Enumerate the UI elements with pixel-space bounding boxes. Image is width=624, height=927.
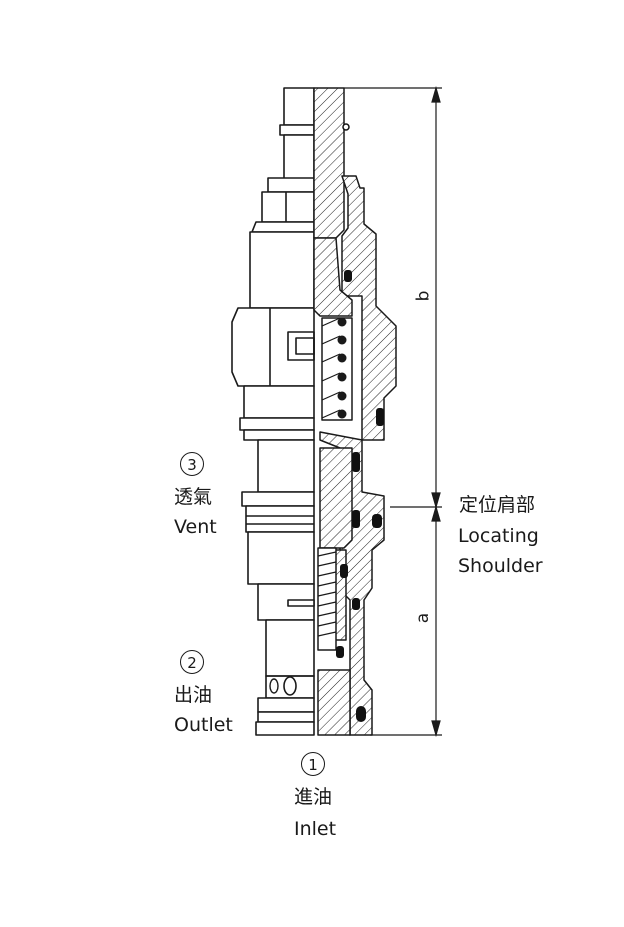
vent-label-en: Vent [174,516,217,538]
outlet-label-en: Outlet [174,714,233,736]
port-2-number: 2 [180,650,204,674]
outlet-port [269,678,279,694]
main-spring [337,317,347,419]
dimension-a-label: a [413,612,434,624]
valve-exterior [231,87,315,736]
port-3-number: 3 [180,452,204,476]
locating-shoulder-label-zh: 定位肩部 [459,494,536,516]
port-1-number: 1 [301,752,325,776]
main-spring-coils [321,317,341,419]
locating-shoulder-label-en-2: Shoulder [458,555,543,577]
inlet-label-en: Inlet [294,818,337,840]
locating-shoulder-label-en-1: Locating [458,525,539,547]
o-ring-seals [336,123,384,722]
inlet-label-zh: 進油 [294,786,333,808]
dimension-b-label: b [413,290,434,302]
vent-label-zh: 透氣 [174,486,213,508]
dimension-lines [344,85,442,738]
lower-spring [317,551,337,637]
outlet-label-zh: 出油 [174,684,213,706]
